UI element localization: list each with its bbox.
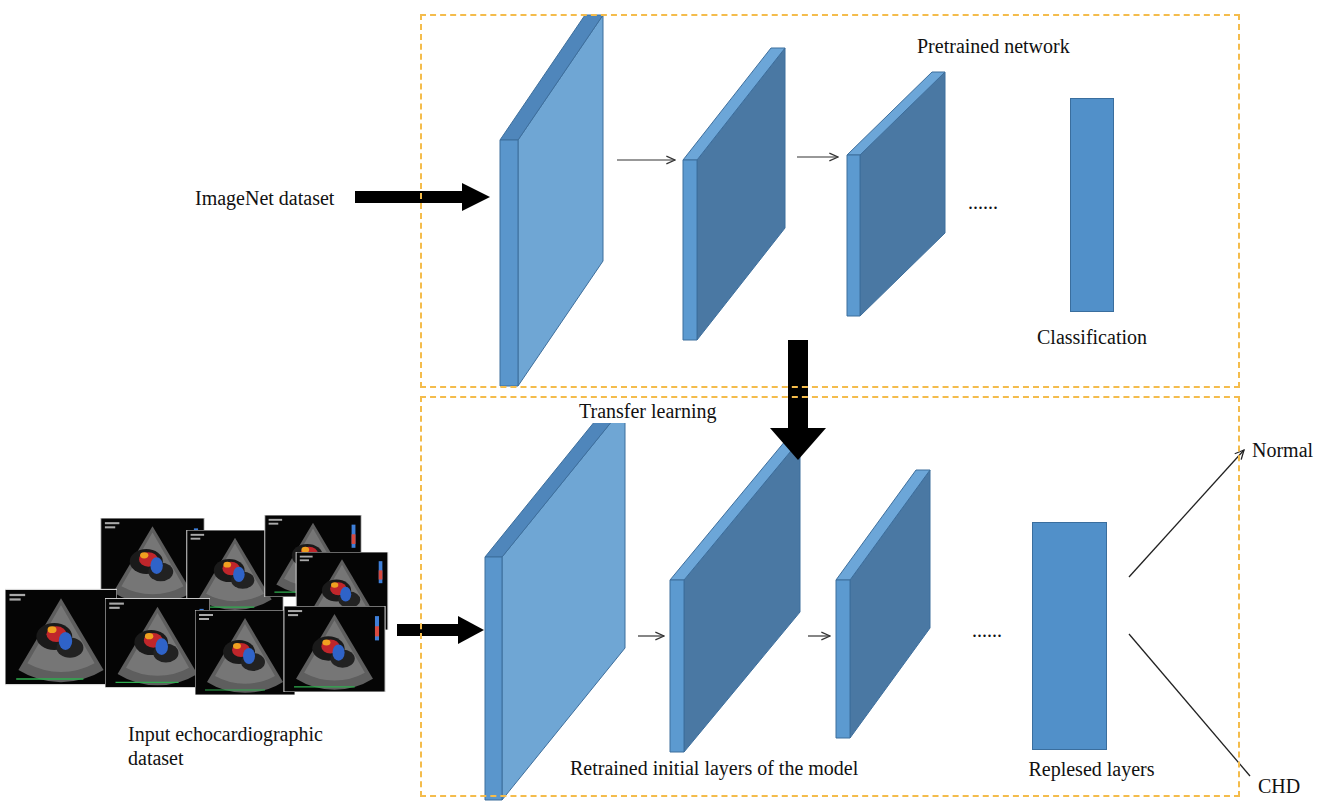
input-arrows bbox=[355, 183, 490, 644]
retrained-layers bbox=[485, 405, 930, 800]
classification-layer: Classification bbox=[1070, 98, 1114, 312]
ellipsis: ...... bbox=[968, 190, 998, 214]
replaced-layer: Replesed layers bbox=[1032, 522, 1107, 750]
edge-label: Transfer learning bbox=[577, 399, 719, 423]
echo-images bbox=[5, 515, 388, 695]
output-line bbox=[1129, 634, 1250, 776]
dashed-group: Retrained initial layers of the model Rep… bbox=[420, 396, 1240, 797]
class-label: CHD bbox=[1256, 774, 1302, 798]
output-line bbox=[1129, 450, 1244, 577]
pretrained-layers bbox=[500, 15, 945, 386]
dataset-label: ImageNet dataset bbox=[195, 186, 334, 210]
ellipsis: ...... bbox=[972, 618, 1002, 642]
class-label: Normal bbox=[1250, 438, 1315, 462]
node-label: Replesed layers bbox=[1028, 757, 1154, 781]
dataset-label: Input echocardiographic dataset bbox=[128, 722, 363, 770]
node-label: Classification bbox=[1037, 325, 1147, 349]
output-class: Normal bbox=[1250, 438, 1315, 462]
output-class: CHD bbox=[1256, 774, 1302, 798]
node-label: Retrained initial layers of the model bbox=[570, 756, 858, 780]
dashed-group: Pretrained networkClassification bbox=[420, 14, 1240, 388]
transfer-arrow bbox=[770, 340, 826, 460]
node-label: Pretrained network bbox=[917, 34, 1070, 58]
